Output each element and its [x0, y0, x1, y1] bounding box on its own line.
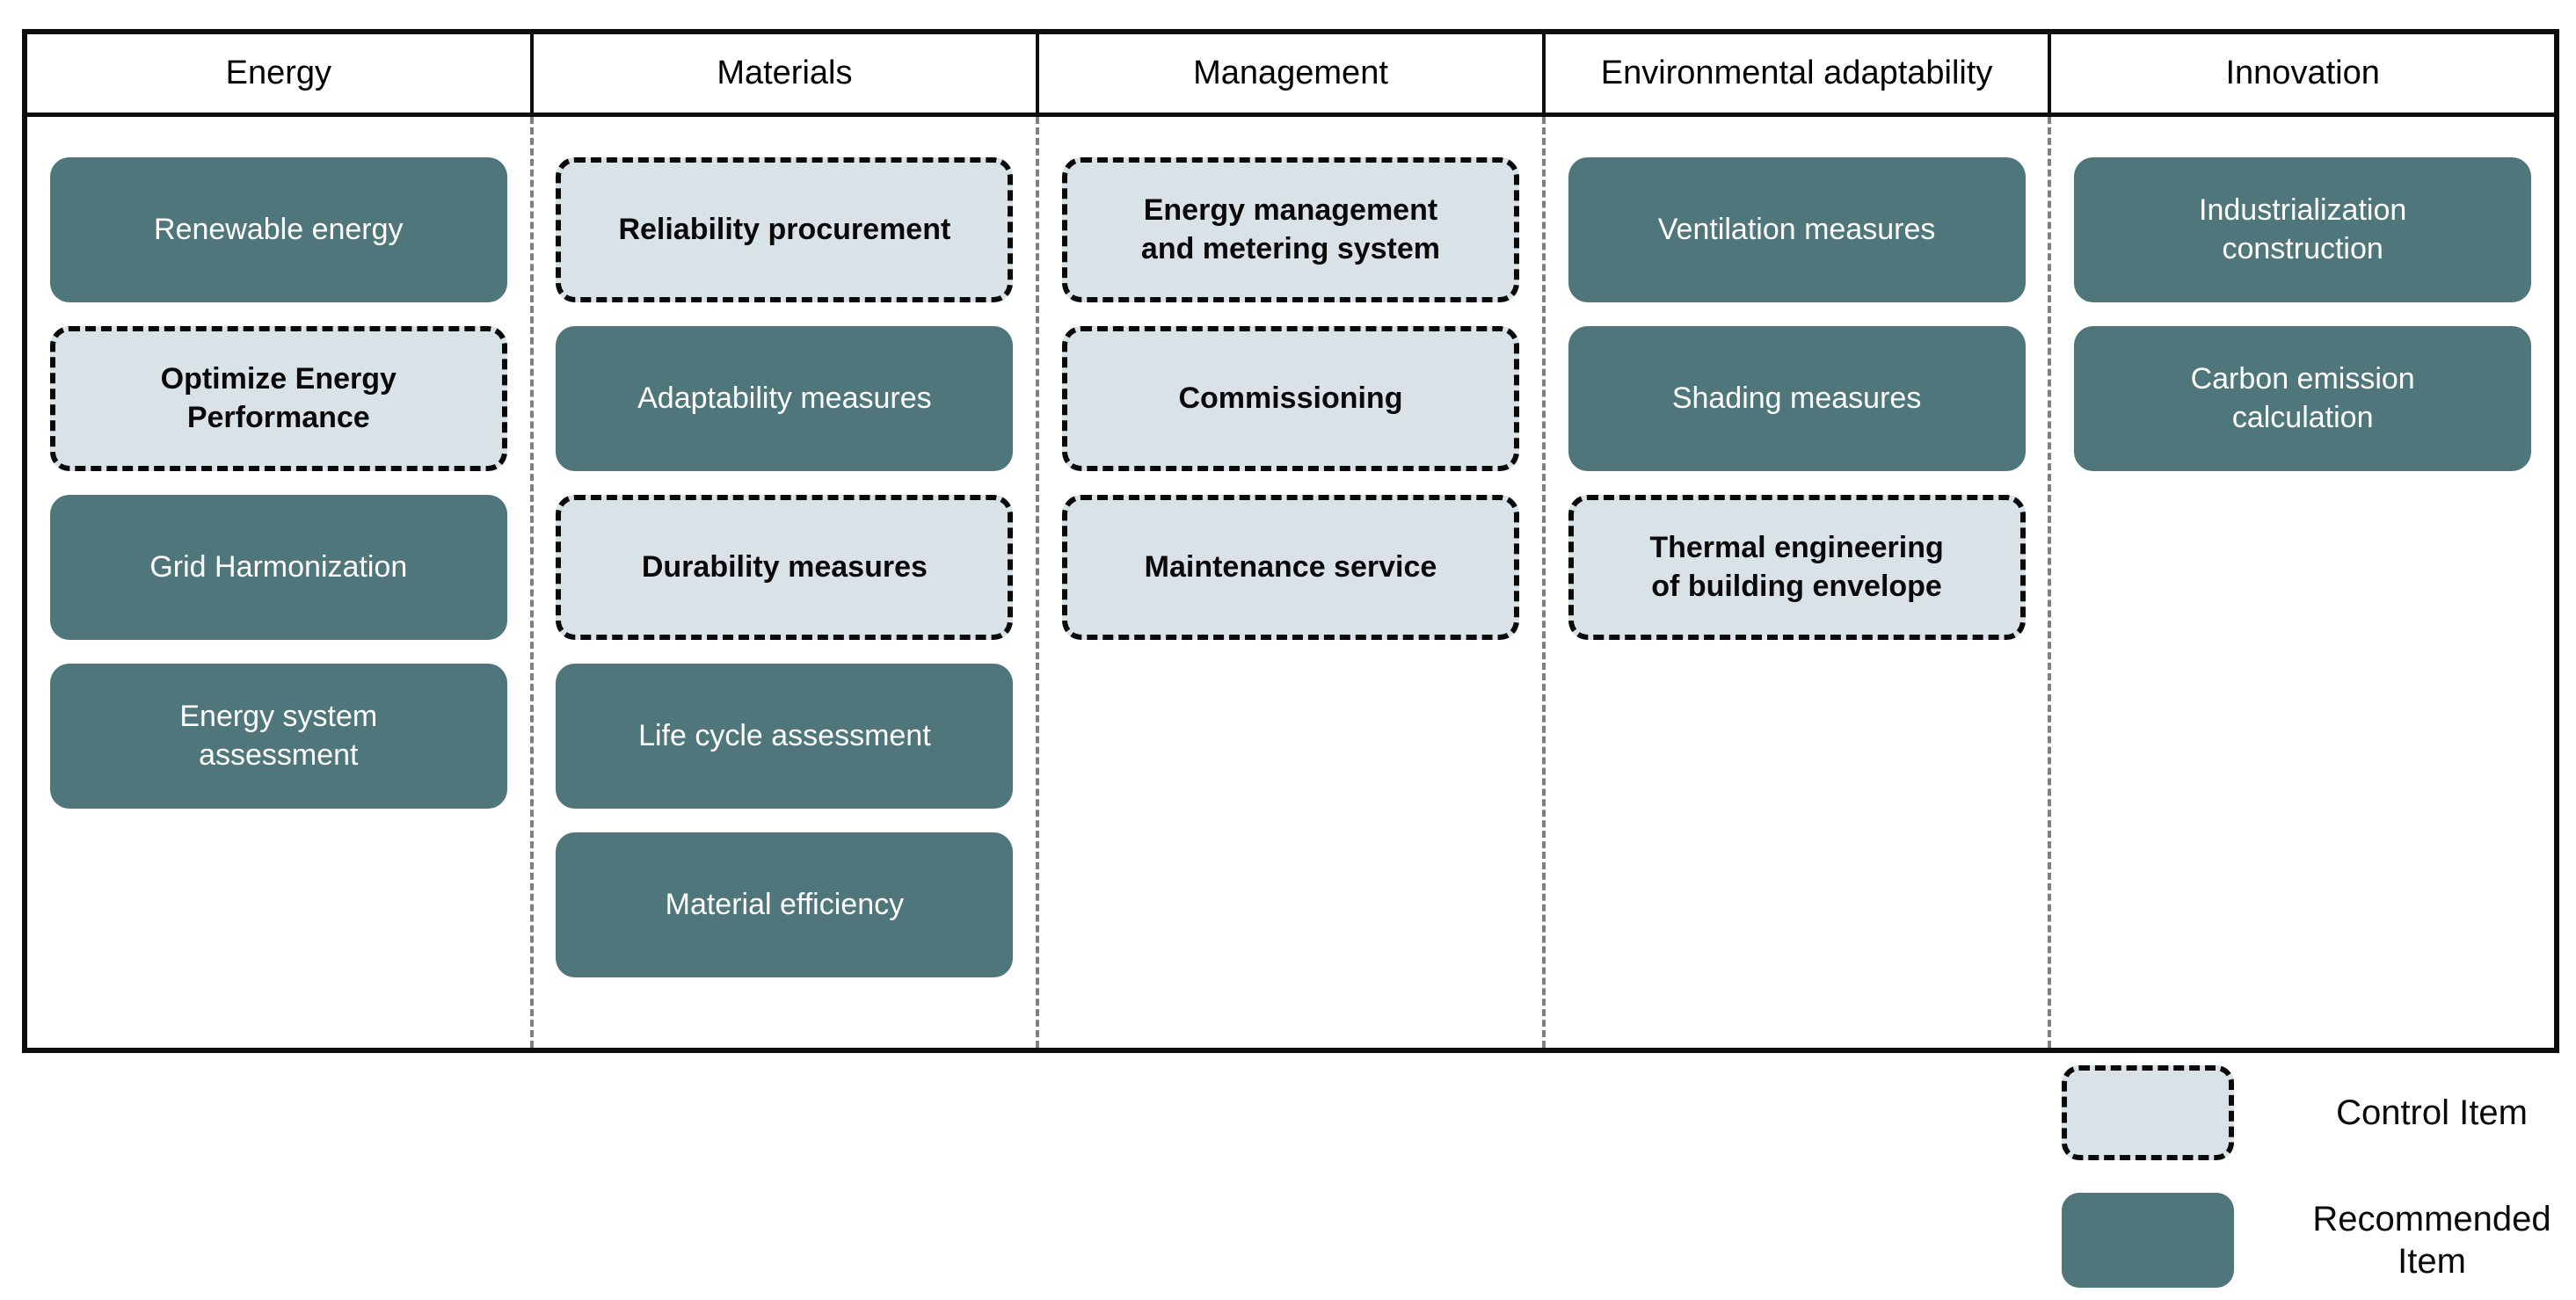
legend-label: Control Item	[2336, 1093, 2528, 1132]
recommended-item-box: Industrialization construction	[2074, 157, 2532, 302]
legend-item-control: Control Item	[2062, 1065, 2576, 1160]
recommended-item-box: Life cycle assessment	[556, 664, 1014, 809]
recommended-swatch	[2062, 1193, 2234, 1288]
recommended-item-box: Adaptability measures	[556, 326, 1014, 471]
legend-label: Recommended Item	[2312, 1200, 2551, 1281]
recommended-item-box: Renewable energy	[49, 157, 507, 302]
column-header-innovation: Innovation	[2225, 54, 2380, 91]
column-header-environmental-adaptability: Environmental adaptability	[1546, 34, 2052, 113]
control-item-box: Energy management and metering system	[1061, 157, 1520, 302]
recommended-item-box: Shading measures	[1568, 326, 2026, 471]
control-item-box: Durability measures	[556, 495, 1014, 640]
control-item-box: Reliability procurement	[556, 157, 1014, 302]
control-item-box: Thermal engineering of building envelope	[1568, 495, 2026, 640]
recommended-item-box: Carbon emission calculation	[2074, 326, 2532, 471]
column-header-management: Management	[1039, 34, 1546, 113]
recommended-item-box: Grid Harmonization	[49, 495, 507, 640]
control-item-box: Maintenance service	[1061, 495, 1520, 640]
control-swatch	[2062, 1065, 2234, 1160]
recommended-item-box: Energy system assessment	[49, 664, 507, 809]
column-header-materials: Materials	[534, 34, 1040, 113]
recommended-item-box: Material efficiency	[556, 832, 1014, 977]
recommended-item-box: Ventilation measures	[1568, 157, 2026, 302]
legend-item-recommended: Recommended Item	[2062, 1193, 2576, 1288]
column-header-energy: Energy	[27, 34, 534, 113]
control-item-box: Optimize Energy Performance	[49, 326, 507, 471]
control-item-box: Commissioning	[1061, 326, 1520, 471]
